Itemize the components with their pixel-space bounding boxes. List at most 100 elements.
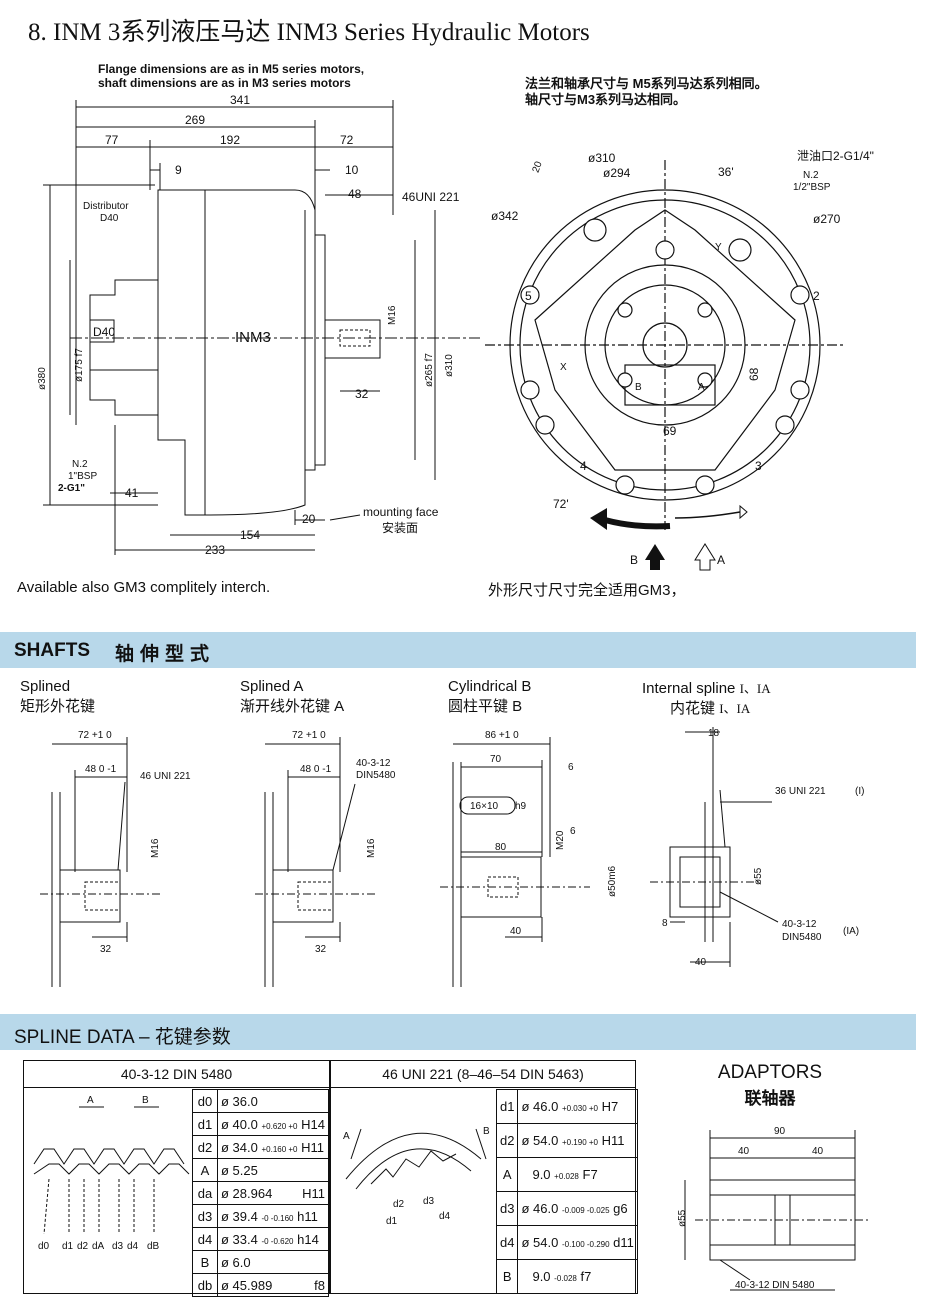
front-dim-310: ø310 [588, 151, 616, 165]
s3-dim-80: 80 [495, 842, 507, 853]
cell-value: ø 36.0 [220, 1093, 258, 1109]
adaptor-dim-40b: 40 [812, 1146, 824, 1157]
spline1-label-d3: d3 [112, 1241, 124, 1252]
s4-dim-uni: 36 UNI 221 [775, 786, 826, 797]
cell-key: d2 [495, 1123, 519, 1158]
dim-265: ø265 f7 [424, 353, 435, 387]
cell-cls: F7 [582, 1167, 598, 1182]
sector-2: 2 [813, 289, 820, 303]
cell-tol: +0.028 [554, 1172, 579, 1181]
s4-dim-8: 8 [662, 918, 668, 929]
cell-key: d0 [192, 1089, 218, 1113]
cell-key: d3 [495, 1191, 519, 1226]
spline1-label-d2: d2 [77, 1241, 89, 1252]
cell-cls: f7 [580, 1269, 592, 1284]
spline1-label-a: A [87, 1095, 94, 1106]
front-angle-36: 36' [718, 165, 734, 179]
s1-dim-32: 32 [100, 944, 112, 955]
dim-192: 192 [220, 133, 240, 147]
port-n2: N.2 [72, 459, 88, 470]
sector-4: 4 [580, 459, 587, 473]
s2-dim-m16: M16 [366, 838, 377, 858]
mounting-face-en: mounting face [363, 505, 439, 519]
shaft-splined-a-en: Splined A [240, 678, 304, 695]
shafts-band-en: SHAFTS [14, 640, 90, 661]
s3-dim-40: 40 [510, 926, 522, 937]
s4-dim-55: ø55 [753, 867, 764, 885]
s4-dim-40312: 40-3-12 [782, 919, 817, 930]
s3-dim-key: 16×10 [470, 801, 499, 812]
cell-cls: g6 [613, 1201, 628, 1216]
port-a-label: A [698, 382, 705, 393]
cell-tol: +0.620 +0 [261, 1121, 298, 1131]
cell-value: ø 45.989 [220, 1277, 273, 1293]
cell-cls: h11 [297, 1208, 318, 1224]
shaft-internal-cn: 内花键 [670, 700, 716, 717]
note-cn-line1: 法兰和轴承尺寸与 M5系列马达系列相同。 [525, 76, 768, 91]
port-bsp: 1"BSP [68, 471, 97, 482]
adaptors-title: ADAPTORS 联轴器 [700, 1062, 840, 1109]
cell-cls: h14 [297, 1231, 319, 1247]
drain-n2: N.2 [803, 170, 819, 181]
dim-20: 20 [302, 512, 316, 526]
s3-dim-50: ø50m6 [607, 865, 618, 897]
cell-tol: -0.009 -0.025 [561, 1206, 610, 1215]
cell-tol: -0 -0.620 [261, 1236, 294, 1246]
spline-table-1: 40-3-12 DIN 5480 A B d0 d1 d2 dA d3 d4 d… [23, 1060, 330, 1297]
cell-tol: -0.100 -0.290 [561, 1240, 610, 1249]
available-note-cn: 外形尺寸尺寸完全适用GM3， [488, 582, 686, 599]
cell-value: ø 40.0 [220, 1116, 258, 1132]
note-cn: 法兰和轴承尺寸与 M5系列马达系列相同。 轴尺寸与M3系列马达相同。 [525, 76, 768, 108]
spline-band-text: SPLINE DATA – 花键参数 [14, 1027, 231, 1048]
cell-key: d2 [192, 1135, 218, 1159]
distributor-d40: D40 [100, 213, 119, 224]
adaptor-drawing: 90 40 40 ø55 40-3-12 DIN 5480 [677, 1126, 870, 1291]
spline-diagram-1: A B d0 d1 d2 dA d3 d4 dB [33, 1095, 190, 1252]
front-dim-270: ø270 [813, 212, 841, 226]
s4-dim-40: 40 [695, 957, 707, 968]
s3-dim-70: 70 [490, 754, 502, 765]
shaft-internal-en: Internal spline [642, 680, 736, 697]
dim-72: 72 [340, 133, 354, 147]
adaptor-dim-90: 90 [774, 1126, 786, 1137]
cell-value: ø 46.0 [521, 1201, 559, 1216]
spline1-label-da: dA [92, 1241, 105, 1252]
shafts-band: SHAFTS 轴伸型式 [0, 632, 916, 668]
dim-341: 341 [230, 95, 250, 107]
sector-3: 3 [755, 459, 762, 473]
cell-value: ø 46.0 [521, 1099, 559, 1114]
cell-cls: d11 [613, 1235, 634, 1250]
port-b-label: B [635, 382, 642, 393]
dim-32: 32 [355, 387, 369, 401]
spline1-label-db: dB [147, 1241, 160, 1252]
cell-cls: H11 [601, 1133, 625, 1148]
cell-key: d3 [192, 1204, 218, 1228]
shafts-band-cn: 轴伸型式 [115, 644, 216, 665]
shaft-internal-cn-suffix: I、IA [719, 701, 751, 716]
spline-table-2-header: 46 UNI 221 (8–46–54 DIN 5463) [331, 1061, 635, 1088]
note-en: Flange dimensions are as in M5 series mo… [98, 62, 364, 90]
shaft-splined-cn: 矩形外花键 [20, 698, 96, 715]
cell-key: d4 [495, 1225, 519, 1260]
dim-269: 269 [185, 113, 205, 127]
spline1-label-b: B [142, 1095, 149, 1106]
page-title: 8. INM 3系列液压马达 INM3 Series Hydraulic Mot… [28, 19, 590, 46]
front-dim-69: 69 [663, 424, 677, 438]
cell-cls: H7 [601, 1099, 619, 1114]
cell-value: ø 6.0 [220, 1254, 251, 1270]
s3-dim-86: 86 +1 0 [485, 730, 519, 741]
note-cn-line2: 轴尺寸与M3系列马达相同。 [525, 92, 687, 107]
s3-dim-m20: M20 [555, 830, 566, 850]
s2-dim-48: 48 0 -1 [300, 764, 332, 775]
spline1-label-d0: d0 [38, 1241, 50, 1252]
spline-table-1-header: 40-3-12 DIN 5480 [24, 1061, 329, 1088]
spline2-label-d4: d4 [439, 1211, 451, 1222]
shaft-splined-en: Splined [20, 678, 71, 695]
shaft-splined: Splined 矩形外花键 [20, 678, 95, 716]
